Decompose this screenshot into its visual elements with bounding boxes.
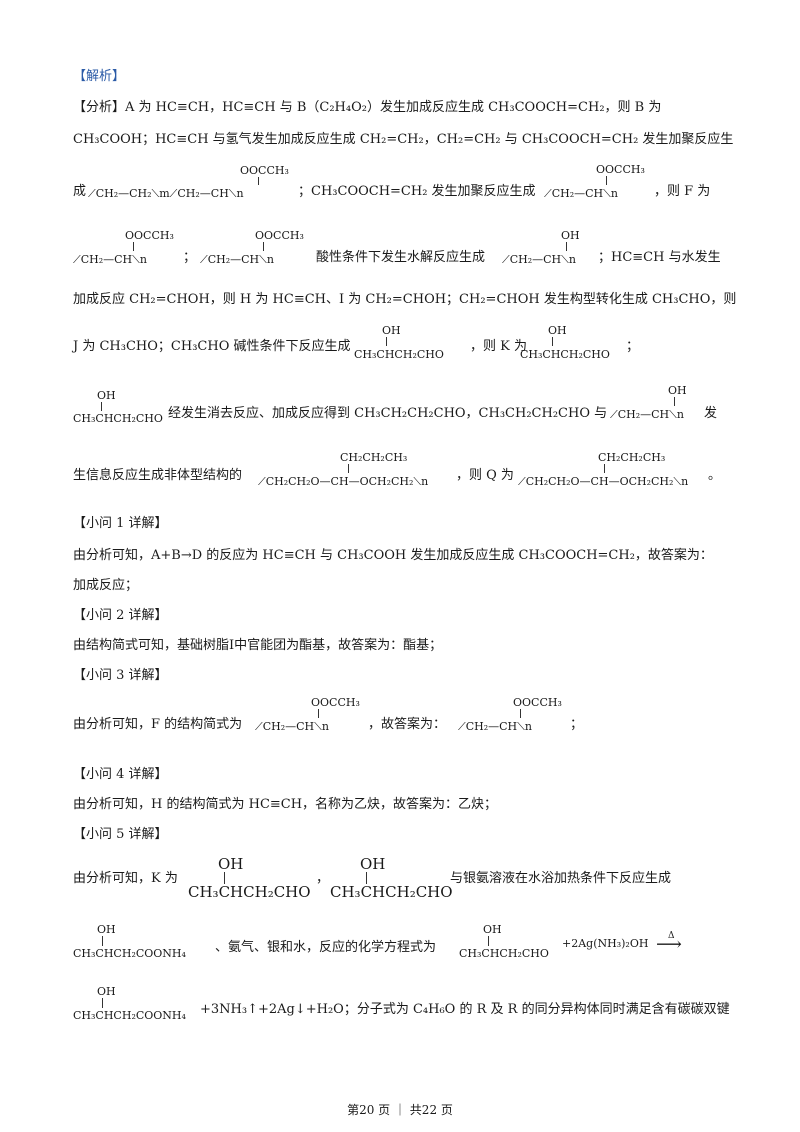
q-structure: ⟋CH₂CH₂O—CH—OCH₂CH₂⟍n	[518, 475, 689, 488]
reaction-arrow: ⟶	[656, 934, 682, 955]
k-structure: CH₃CHCH₂CHO	[520, 348, 610, 361]
substituent-oh: OH	[561, 229, 580, 242]
k-structure: CH₃CHCH₂CHO	[459, 947, 549, 960]
substituent-ooccch3: OOCCH₃	[596, 163, 645, 176]
ammonium-salt: CH₃CHCH₂COONH₄	[73, 1009, 186, 1022]
bond-line	[348, 464, 349, 473]
bond-line	[606, 176, 607, 185]
bond-line	[318, 709, 319, 718]
analysis-line-6c: ；	[626, 339, 640, 354]
reagent: +2Ag(NH₃)₂OH	[562, 937, 649, 950]
bond-line	[566, 242, 567, 251]
bond-line	[133, 242, 134, 251]
q5-heading: 【小问 5 详解】	[73, 827, 168, 842]
substituent-ooccch3: OOCCH₃	[240, 164, 289, 177]
bond-line	[258, 177, 259, 185]
bond-line	[263, 242, 264, 251]
substituent-propyl: CH₂CH₂CH₃	[598, 451, 666, 464]
page-footer: 第20 页 ｜ 共22 页	[347, 1103, 453, 1117]
bond-line	[386, 337, 387, 346]
analysis-line-3c: ，则 F 为	[654, 184, 711, 199]
substituent-oh: OH	[668, 384, 687, 397]
substituent-oh: OH	[483, 923, 502, 936]
k-structure: CH₃CHCH₂CHO	[73, 412, 163, 425]
substituent-oh: OH	[97, 985, 116, 998]
polymer-pvac: ⟋CH₂—CH⟍n	[458, 720, 532, 733]
q3-heading: 【小问 3 详解】	[73, 668, 168, 683]
substituent-ooccch3: OOCCH₃	[125, 229, 174, 242]
q3-line-1a: 由分析可知，F 的结构简式为	[73, 717, 243, 732]
analysis-line-7a: 经发生消去反应、加成反应得到 CH₃CH₂CH₂CHO，CH₃CH₂CH₂CHO…	[168, 406, 608, 421]
q4-heading: 【小问 4 详解】	[73, 767, 168, 782]
q5-line-1a: 由分析可知，K 为	[73, 871, 178, 886]
substituent-oh: OH	[382, 324, 401, 337]
q3-line-1c: ；	[570, 717, 584, 732]
analysis-line-3b: ；CH₃COOCH=CH₂ 发生加聚反应生成	[298, 184, 536, 199]
polymer-pva: ⟋CH₂—CH⟍n	[502, 253, 576, 266]
q2-line-1: 由结构简式可知，基础树脂I中官能团为酯基，故答案为：酯基；	[73, 638, 443, 653]
substituent-ooccch3: OOCCH₃	[255, 229, 304, 242]
q4-line-1: 由分析可知，H 的结构简式为 HC≡CH，名称为乙炔，故答案为：乙炔；	[73, 797, 498, 812]
analysis-line-8b: ，则 Q 为	[456, 468, 514, 483]
analysis-line-8a: 生信息反应生成非体型结构的	[73, 468, 243, 483]
products-line: +3NH₃↑+2Ag↓+H₂O；分子式为 C₄H₆O 的 R 及 R 的同分异构…	[200, 1002, 730, 1017]
substituent-oh: OH	[218, 855, 244, 873]
bond-line	[101, 402, 102, 411]
ammonium-salt: CH₃CHCH₂COONH₄	[73, 947, 186, 960]
polymer-pvac: ⟋CH₂—CH⟍n	[73, 253, 147, 266]
polymer-pvac: ⟋CH₂—CH⟍n	[255, 720, 329, 733]
polymer-pvac: ⟋CH₂—CH⟍n	[200, 253, 274, 266]
analysis-line-8c: 。	[708, 468, 722, 483]
analysis-line-2: CH₃COOH；HC≡CH 与氢气发生加成反应生成 CH₂=CH₂，CH₂=CH…	[73, 132, 734, 147]
substituent-oh: OH	[97, 923, 116, 936]
q1-heading: 【小问 1 详解】	[73, 516, 168, 531]
q1-line-2: 加成反应；	[73, 578, 139, 593]
q5-line-2a: 、氨气、银和水，反应的化学方程式为	[215, 940, 437, 955]
analysis-line-6b: ，则 K 为	[470, 339, 527, 354]
analysis-line-1: 【分析】A 为 HC≡CH，HC≡CH 与 B（C₂H₄O₂）发生加成反应生成 …	[73, 100, 662, 115]
section-title: 【解析】	[73, 69, 126, 84]
bond-line	[552, 337, 553, 346]
heat-symbol: Δ	[668, 931, 675, 941]
k-structure: CH₃CHCH₂CHO	[354, 348, 444, 361]
q3-line-1b: ，故答案为：	[368, 717, 447, 732]
bond-line	[488, 936, 489, 946]
bond-line	[674, 397, 675, 406]
bond-line	[102, 998, 103, 1008]
substituent-oh: OH	[360, 855, 386, 873]
k-structure: CH₃CHCH₂CHO	[188, 883, 311, 901]
substituent-propyl: CH₂CH₂CH₃	[340, 451, 408, 464]
bond-line	[604, 464, 605, 473]
q5-line-1b: ，	[316, 871, 330, 886]
q1-line-1: 由分析可知，A+B→D 的反应为 HC≡CH 与 CH₃COOH 发生加成反应生…	[73, 548, 713, 563]
q5-line-1c: 与银氨溶液在水浴加热条件下反应生成	[450, 871, 672, 886]
substituent-oh: OH	[548, 324, 567, 337]
analysis-line-4c: ；HC≡CH 与水发生	[598, 250, 721, 265]
analysis-line-4a: ；	[183, 250, 197, 265]
substituent-ooccch3: OOCCH₃	[513, 696, 562, 709]
q2-heading: 【小问 2 详解】	[73, 608, 168, 623]
analysis-line-7b: 发	[704, 406, 718, 421]
analysis-line-6a: J 为 CH₃CHO；CH₃CHO 碱性条件下反应生成	[73, 339, 351, 354]
analysis-line-4b: 酸性条件下发生水解反应生成	[316, 250, 486, 265]
polymer-pvac: ⟋CH₂—CH⟍n	[544, 187, 618, 200]
k-structure: CH₃CHCH₂CHO	[330, 883, 453, 901]
polymer-pva: ⟋CH₂—CH⟍n	[610, 408, 684, 421]
bond-line	[520, 709, 521, 718]
q-structure: ⟋CH₂CH₂O—CH—OCH₂CH₂⟍n	[258, 475, 429, 488]
substituent-oh: OH	[97, 389, 116, 402]
substituent-ooccch3: OOCCH₃	[311, 696, 360, 709]
analysis-line-3a: 成	[73, 184, 87, 199]
bond-line	[224, 872, 225, 884]
bond-line	[102, 936, 103, 946]
polymer-copolymer: ⟋CH₂—CH₂⟍m⟋CH₂—CH⟍n	[88, 187, 244, 200]
analysis-line-5: 加成反应 CH₂=CHOH，则 H 为 HC≡CH、I 为 CH₂=CHOH；C…	[73, 292, 737, 307]
bond-line	[366, 872, 367, 884]
